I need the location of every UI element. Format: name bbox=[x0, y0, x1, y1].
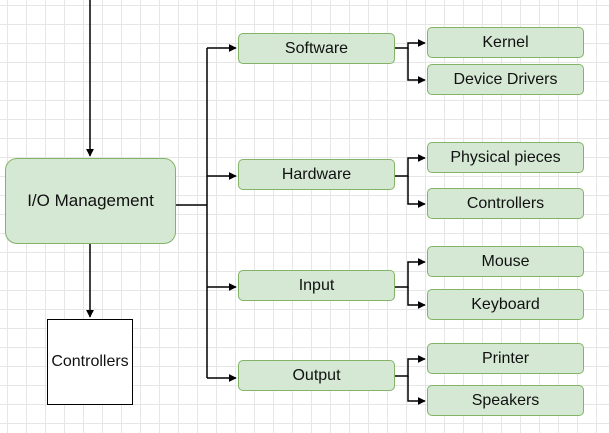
node-kernel-label: Kernel bbox=[482, 33, 529, 51]
edge-hardware-to-physical-pieces bbox=[394, 154, 426, 177]
edge-hardware-to-controllers bbox=[407, 176, 426, 208]
node-printer[interactable]: Printer bbox=[427, 343, 584, 374]
node-input-label: Input bbox=[298, 276, 335, 294]
node-output[interactable]: Output bbox=[238, 360, 395, 391]
edge-output-to-speakers bbox=[407, 376, 426, 405]
node-controllers[interactable]: Controllers bbox=[427, 188, 584, 219]
edge-output-to-printer bbox=[394, 355, 426, 377]
node-mouse[interactable]: Mouse bbox=[427, 246, 584, 277]
node-hardware-label: Hardware bbox=[281, 165, 352, 183]
node-controllers-label: Controllers bbox=[466, 194, 545, 212]
node-device-drivers-label: Device Drivers bbox=[453, 70, 558, 88]
node-mouse-label: Mouse bbox=[481, 252, 530, 270]
node-speakers[interactable]: Speakers bbox=[427, 385, 584, 416]
node-physical-pieces-label: Physical pieces bbox=[450, 148, 561, 166]
node-software-label: Software bbox=[284, 39, 349, 57]
node-keyboard-label: Keyboard bbox=[471, 295, 540, 313]
node-software[interactable]: Software bbox=[238, 33, 395, 64]
edge-input-to-mouse bbox=[394, 258, 426, 288]
node-device-drivers[interactable]: Device Drivers bbox=[427, 64, 584, 95]
node-physical-pieces[interactable]: Physical pieces bbox=[427, 142, 584, 173]
edge-input-to-keyboard bbox=[407, 287, 426, 309]
node-kernel[interactable]: Kernel bbox=[427, 27, 584, 58]
node-input[interactable]: Input bbox=[238, 270, 395, 301]
edge-software-to-kernel bbox=[394, 39, 426, 49]
node-controllers-box-label: Controllers bbox=[51, 353, 129, 371]
node-keyboard[interactable]: Keyboard bbox=[427, 289, 584, 320]
edge-software-to-device-drivers bbox=[407, 48, 426, 84]
node-output-label: Output bbox=[292, 366, 341, 384]
node-io-management[interactable]: I/O Management bbox=[5, 158, 176, 244]
node-controllers-box[interactable]: Controllers bbox=[47, 319, 133, 405]
node-hardware[interactable]: Hardware bbox=[238, 159, 395, 190]
node-io-management-label: I/O Management bbox=[27, 190, 154, 210]
node-speakers-label: Speakers bbox=[471, 391, 540, 409]
node-printer-label: Printer bbox=[481, 349, 530, 367]
